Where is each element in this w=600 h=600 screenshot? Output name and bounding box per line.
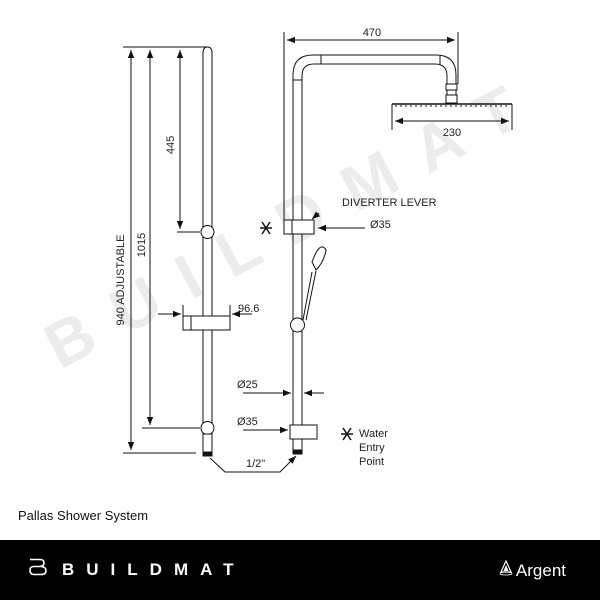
diverter-diameter-label: Ø35 — [370, 219, 391, 231]
technical-drawing: BUILDMAT 940 ADJUSTABLE 1015 445 96.6 — [33, 27, 555, 473]
left-view — [123, 46, 252, 457]
buildmat-b-icon — [28, 558, 48, 581]
dim-rail-label: 1015 — [136, 233, 148, 257]
dim-overall-label: 940 ADJUSTABLE — [115, 235, 127, 326]
dim-top-bracket-label: 445 — [165, 136, 177, 154]
legend-line-2: Entry — [359, 442, 385, 454]
footer-bar: BUILDMAT Argent — [0, 540, 600, 600]
argent-wordmark: Argent — [515, 560, 566, 580]
pipe-diameter-label: Ø25 — [237, 379, 258, 391]
dim-slider-width-label: 96.6 — [238, 303, 259, 315]
diverter-lever-label: DIVERTER LEVER — [342, 197, 437, 209]
inlet-size-label: 1/2" — [246, 458, 265, 470]
water-drop-icon — [499, 559, 513, 581]
buildmat-wordmark: BUILDMAT — [62, 559, 246, 579]
product-title: Pallas Shower System — [18, 508, 149, 523]
right-view — [209, 32, 513, 473]
legend-line-3: Point — [359, 456, 384, 468]
base-diameter-label: Ø35 — [237, 416, 258, 428]
buildmat-logo[interactable]: BUILDMAT — [28, 558, 246, 581]
dim-head-width-label: 230 — [443, 127, 461, 139]
dim-arm-reach-label: 470 — [363, 27, 381, 39]
argent-logo[interactable]: Argent — [499, 559, 566, 581]
legend-line-1: Water — [359, 428, 388, 440]
